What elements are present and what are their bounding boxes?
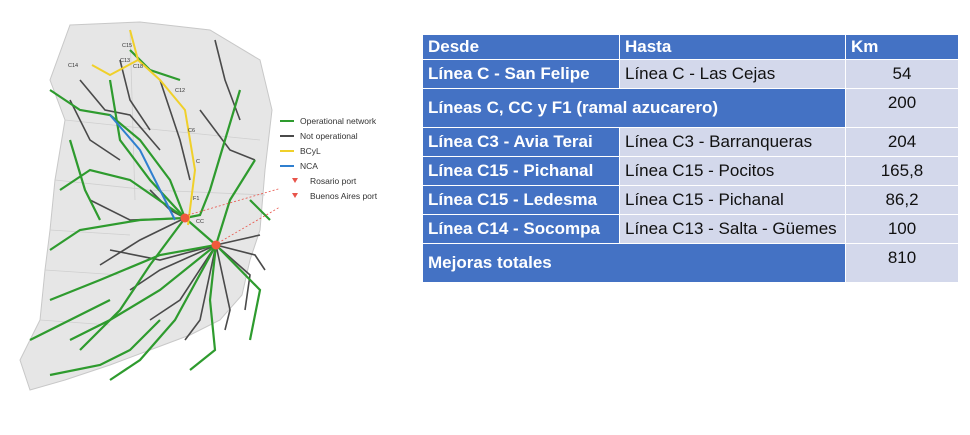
- cell-km: 54: [845, 59, 959, 89]
- operational-line: [68, 139, 101, 221]
- header-desde: Desde: [422, 34, 620, 60]
- buenos-aires-port-dot: [211, 240, 221, 250]
- not-operational-line: [109, 244, 217, 261]
- rosario-port-dot: [180, 213, 190, 223]
- operational-line: [59, 168, 186, 219]
- line-label: CC: [196, 219, 204, 225]
- cell-km: 204: [845, 127, 959, 157]
- operational-line: [49, 319, 161, 377]
- legend-item-not-operational: Not operational: [280, 128, 420, 143]
- operational-line: [249, 199, 271, 221]
- operational-line: [215, 244, 262, 341]
- operational-line: [49, 243, 217, 302]
- not-operational-line: [215, 244, 251, 311]
- line-label: C13: [120, 58, 130, 64]
- cell-desde: Línea C15 - Pichanal: [422, 156, 620, 186]
- map-legend: Operational network Not operational BCyL…: [280, 113, 420, 203]
- legend-label: Operational network: [300, 115, 377, 126]
- cell-merged: Líneas C, CC y F1 (ramal azucarero): [422, 88, 846, 128]
- bcyl-branch: [91, 59, 139, 77]
- table-row: Línea C15 - Pichanal Línea C15 - Pocitos…: [422, 156, 959, 186]
- operational-line: [184, 217, 217, 246]
- not-operational-swatch: [280, 134, 294, 137]
- nca-line: [109, 114, 176, 221]
- table-row: Línea C3 - Avia Terai Línea C3 - Barranq…: [422, 127, 959, 157]
- line-label: C18: [133, 64, 143, 70]
- cell-km: 100: [845, 214, 959, 244]
- cell-desde: Línea C3 - Avia Terai: [422, 127, 620, 157]
- table-row: Línea C15 - Ledesma Línea C15 - Pichanal…: [422, 185, 959, 215]
- operational-line: [49, 89, 187, 219]
- not-operational-line: [149, 244, 217, 321]
- operational-line: [189, 244, 218, 371]
- operational-line: [29, 299, 111, 341]
- line-label: C: [196, 159, 200, 165]
- marker-icon: [292, 178, 298, 183]
- cell-hasta: Línea C15 - Pocitos: [619, 156, 846, 186]
- line-label: C15: [122, 43, 132, 49]
- legend-item-rosario-port: Rosario port: [280, 173, 420, 188]
- legend-item-buenos-aires-port: Buenos Aires port: [280, 188, 420, 203]
- operational-swatch: [280, 119, 294, 122]
- legend-label: Buenos Aires port: [310, 190, 378, 201]
- table-row: Línea C - San Felipe Línea C - Las Cejas…: [422, 59, 959, 89]
- bcyl-swatch: [280, 149, 294, 152]
- not-operational-line: [129, 244, 217, 291]
- not-operational-line: [99, 217, 186, 266]
- line-label: C12: [175, 88, 185, 94]
- table-header-row: Desde Hasta Km: [422, 34, 959, 60]
- not-operational-line: [184, 244, 217, 341]
- legend-item-nca: NCA: [280, 158, 420, 173]
- cell-merged: Mejoras totales: [422, 243, 846, 283]
- cell-hasta: Línea C3 - Barranqueras: [619, 127, 846, 157]
- operational-line: [108, 79, 186, 219]
- table-row: Línea C14 - Socompa Línea C13 - Salta - …: [422, 214, 959, 244]
- line-label: C14: [68, 63, 78, 69]
- not-operational-line: [215, 244, 266, 271]
- cell-km: 165,8: [845, 156, 959, 186]
- table-row: Líneas C, CC y F1 (ramal azucarero) 200: [422, 88, 959, 128]
- operational-line: [79, 217, 186, 351]
- not-operational-line: [215, 244, 231, 331]
- header-km: Km: [845, 34, 959, 60]
- marker-icon: [292, 193, 298, 198]
- line-label: F1: [193, 196, 199, 202]
- not-operational-line: [215, 234, 261, 246]
- operational-line: [214, 159, 256, 246]
- legend-label: Not operational: [300, 130, 358, 141]
- legend-label: Rosario port: [310, 175, 357, 186]
- legend-label: BCyL: [300, 145, 321, 156]
- cell-hasta: Línea C15 - Pichanal: [619, 185, 846, 215]
- not-operational-line: [69, 99, 121, 161]
- operational-line: [184, 89, 242, 220]
- cell-hasta: Línea C13 - Salta - Güemes: [619, 214, 846, 244]
- cell-km: 810: [845, 243, 959, 283]
- cell-desde: Línea C - San Felipe: [422, 59, 620, 89]
- legend-item-bcyl: BCyL: [280, 143, 420, 158]
- not-operational-line: [159, 79, 191, 181]
- operational-line: [49, 216, 186, 251]
- line-label: C6: [188, 128, 195, 134]
- nca-swatch: [280, 164, 294, 167]
- cell-hasta: Línea C - Las Cejas: [619, 59, 846, 89]
- not-operational-line: [119, 59, 151, 131]
- legend-item-operational: Operational network: [280, 113, 420, 128]
- table-row: Mejoras totales 810: [422, 243, 959, 283]
- legend-label: NCA: [300, 160, 318, 171]
- header-hasta: Hasta: [619, 34, 846, 60]
- not-operational-line: [199, 109, 256, 161]
- cell-km: 86,2: [845, 185, 959, 215]
- route-table: Desde Hasta Km Línea C - San Felipe Líne…: [422, 34, 959, 283]
- bcyl-line: [129, 29, 197, 226]
- cell-desde: Línea C15 - Ledesma: [422, 185, 620, 215]
- cell-km: 200: [845, 88, 959, 128]
- operational-line: [109, 244, 217, 381]
- operational-line: [69, 244, 217, 341]
- not-operational-line: [79, 79, 161, 151]
- cell-desde: Línea C14 - Socompa: [422, 214, 620, 244]
